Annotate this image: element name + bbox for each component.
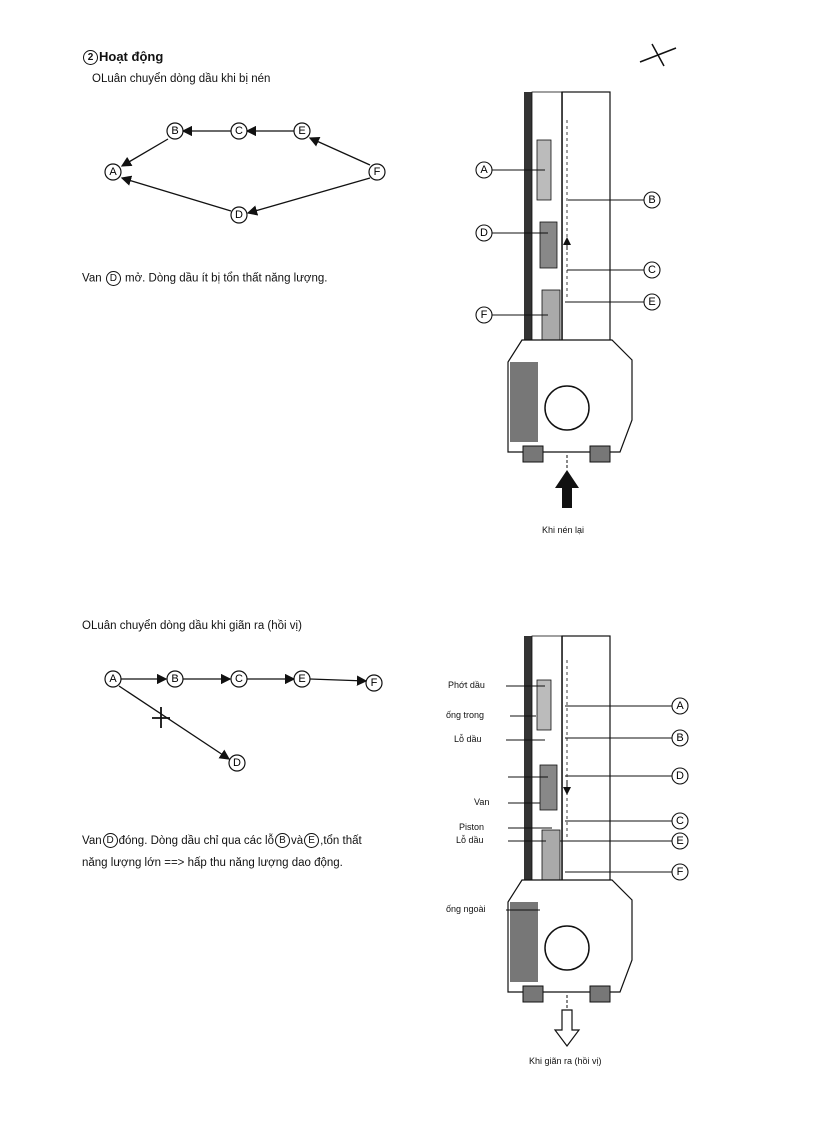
extension-flow-diagram <box>118 673 368 760</box>
flow-node-e: E <box>293 670 311 688</box>
svg-text:E: E <box>676 835 683 847</box>
extension-force-label: Khi giãn ra (hồi vị) <box>529 1056 602 1066</box>
svg-text:B: B <box>171 673 178 685</box>
extension-nodes: A B C E F D <box>104 670 383 772</box>
compression-figure-labels: A B D C F E <box>475 161 661 324</box>
flow-node-a: A <box>104 670 122 688</box>
svg-text:B: B <box>648 194 655 206</box>
svg-text:E: E <box>298 125 305 137</box>
fork-cross-section-extension <box>507 635 633 1047</box>
svg-text:D: D <box>233 757 241 769</box>
svg-text:D: D <box>235 209 243 221</box>
part-label-outer-tube: ống ngoài <box>446 904 486 914</box>
compression-flow-diagram <box>120 125 371 216</box>
part-label-oil-hole-2: Lỗ dầu <box>456 835 484 845</box>
svg-text:F: F <box>371 677 378 689</box>
flow-node-f: F <box>365 674 383 692</box>
svg-text:A: A <box>480 164 488 176</box>
part-label-piston: Piston <box>459 822 485 832</box>
flow-node-d: D <box>228 754 246 772</box>
part-label-inner-tube: ống trong <box>446 710 485 720</box>
svg-text:C: C <box>648 264 656 276</box>
fork-cross-section-compression <box>507 91 633 508</box>
svg-text:B: B <box>171 125 178 137</box>
svg-text:A: A <box>109 673 117 685</box>
svg-text:C: C <box>235 673 243 685</box>
flow-node-e: E <box>293 122 311 140</box>
flow-node-a: A <box>104 163 122 181</box>
flow-node-b: B <box>166 670 184 688</box>
svg-text:F: F <box>374 166 381 178</box>
svg-text:F: F <box>677 866 684 878</box>
section-title: Hoạt động <box>99 49 164 64</box>
extension-figure-right-labels: A B D C E F <box>671 697 689 881</box>
extension-leaders <box>506 685 672 911</box>
svg-text:C: C <box>235 125 243 137</box>
svg-text:C: C <box>676 815 684 827</box>
compression-nodes: B C E A F D <box>104 122 386 224</box>
valve-d-badge: D <box>105 271 121 286</box>
svg-text:B: B <box>676 732 683 744</box>
compression-leaders <box>492 169 644 316</box>
compression-subtitle: OLuân chuyển dòng dầu khi bị nén <box>92 73 271 85</box>
svg-text:F: F <box>481 309 488 321</box>
extension-subtitle: OLuân chuyển dòng dầu khi giãn ra (hồi v… <box>82 620 302 632</box>
part-label-oil-hole: Lỗ dầu <box>454 734 482 744</box>
svg-text:D: D <box>676 770 684 782</box>
section-number-badge: 2 <box>83 50 98 66</box>
compression-force-label: Khi nén lại <box>542 525 585 535</box>
svg-text:E: E <box>648 296 655 308</box>
down-force-arrow <box>553 1009 581 1047</box>
flow-node-f: F <box>368 163 386 181</box>
valve-d-badge-2: D <box>102 833 118 849</box>
flow-node-d: D <box>230 206 248 224</box>
compression-caption: Van D mở. Dòng dầu ít bị tổn thất năng l… <box>82 271 328 286</box>
corner-cross-mark <box>639 43 677 67</box>
flow-node-c: C <box>230 122 248 140</box>
hole-b-badge: B <box>274 833 290 849</box>
svg-text:A: A <box>109 166 117 178</box>
hole-e-badge: E <box>304 833 320 849</box>
flow-node-b: B <box>166 122 184 140</box>
flow-node-c: C <box>230 670 248 688</box>
svg-text:E: E <box>298 673 305 685</box>
part-label-oil-seal: Phớt dầu <box>448 680 485 690</box>
svg-text:A: A <box>676 700 684 712</box>
svg-text:D: D <box>480 227 488 239</box>
up-force-arrow <box>555 470 579 508</box>
part-label-valve: Van <box>474 797 490 807</box>
